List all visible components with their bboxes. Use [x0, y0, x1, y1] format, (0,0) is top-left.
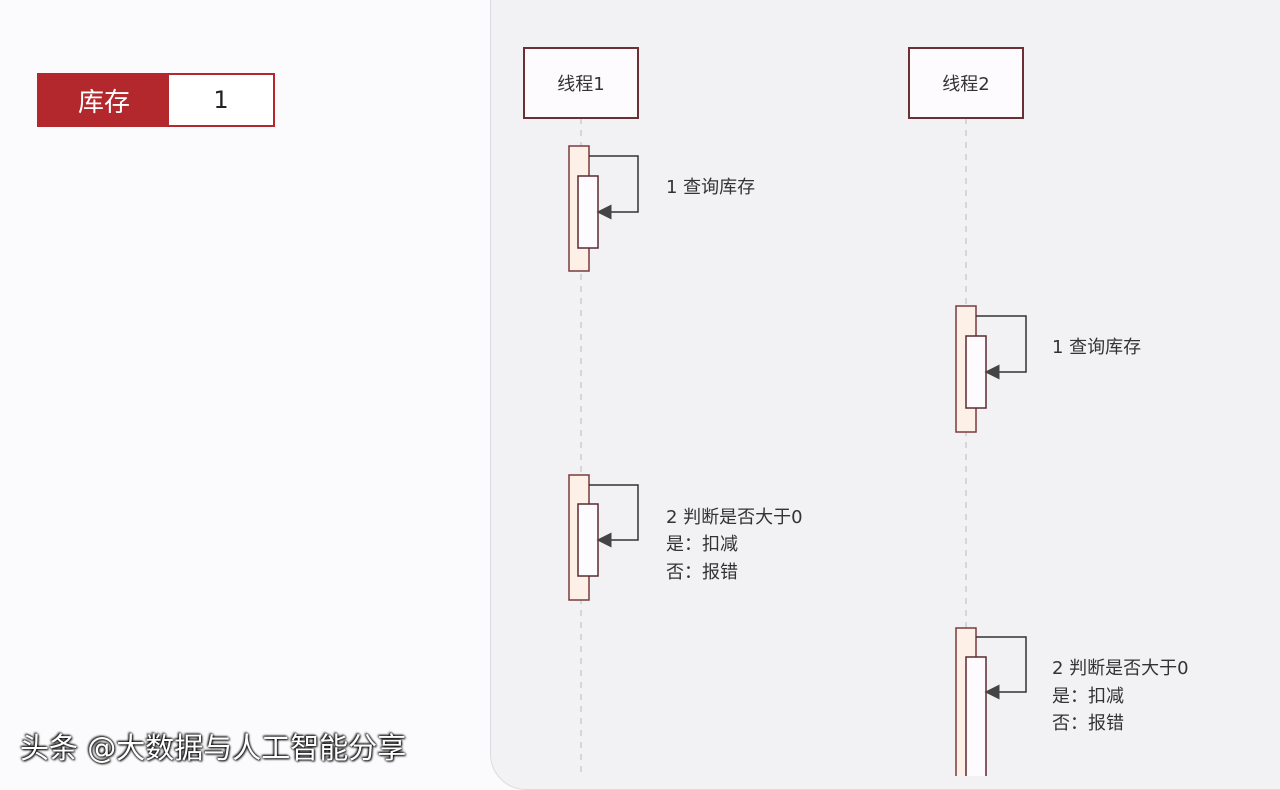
thread-1-box: 线程1	[523, 47, 639, 119]
activation-thread-2-check: 2 判断是否大于0 是：扣减 否：报错	[955, 627, 1189, 776]
thread-2-box: 线程2	[908, 47, 1024, 119]
stock-indicator: 库存 1	[37, 73, 275, 127]
stock-value: 1	[213, 86, 229, 114]
activation-thread-1-query: 1 查询库存	[568, 145, 755, 272]
thread-1-label: 线程1	[557, 74, 604, 95]
step-label: 1 查询库存	[1052, 337, 1141, 358]
sequence-diagram-panel	[490, 0, 1280, 790]
step-label: 否：报错	[666, 562, 738, 583]
step-label: 是：扣减	[666, 534, 738, 555]
thread-2-label: 线程2	[942, 74, 989, 95]
step-label: 2 判断是否大于0	[666, 507, 803, 528]
activation-thread-2-query: 1 查询库存	[955, 305, 1141, 433]
activation-thread-1-check: 2 判断是否大于0 是：扣减 否：报错	[568, 474, 803, 601]
step-label: 2 判断是否大于0	[1052, 658, 1189, 679]
step-label: 是：扣减	[1052, 686, 1124, 707]
step-label: 否：报错	[1052, 713, 1124, 734]
watermark: 头条 @大数据与人工智能分享	[20, 731, 407, 765]
step-label: 1 查询库存	[666, 177, 755, 198]
stock-label: 库存	[39, 75, 169, 125]
